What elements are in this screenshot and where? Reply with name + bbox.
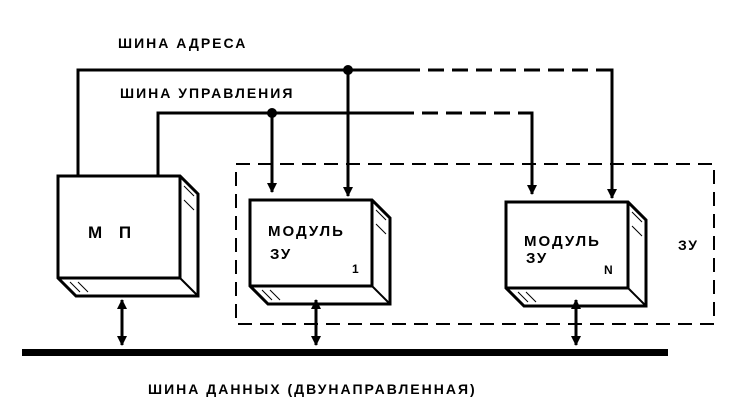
mp-block: М П xyxy=(56,174,200,298)
memory-group-boundary xyxy=(235,163,715,325)
address-bus xyxy=(76,68,614,188)
mp-label: М П xyxy=(88,223,137,242)
address-bus-junction xyxy=(343,65,353,75)
module1-index: 1 xyxy=(352,262,359,276)
module1-title: МОДУЛЬ xyxy=(268,223,345,240)
module1-subtitle: ЗУ xyxy=(270,246,292,263)
moduleN-index: N xyxy=(604,263,613,277)
moduleN-subtitle: ЗУ xyxy=(526,250,548,267)
data-bus xyxy=(22,349,668,356)
moduleN-title: МОДУЛЬ xyxy=(524,233,601,250)
memory-module-n: МОДУЛЬ ЗУ N xyxy=(504,200,648,308)
control-bus xyxy=(156,111,534,180)
memory-group-label: ЗУ xyxy=(678,237,699,253)
data-bus-label: ШИНА ДАННЫХ (ДВУНАПРАВЛЕННАЯ) xyxy=(148,381,477,397)
address-bus-label: ШИНА АДРЕСА xyxy=(118,35,247,51)
control-bus-label: ШИНА УПРАВЛЕНИЯ xyxy=(120,85,294,101)
control-bus-junction xyxy=(267,108,277,118)
memory-module-1: МОДУЛЬ ЗУ 1 xyxy=(248,198,392,306)
